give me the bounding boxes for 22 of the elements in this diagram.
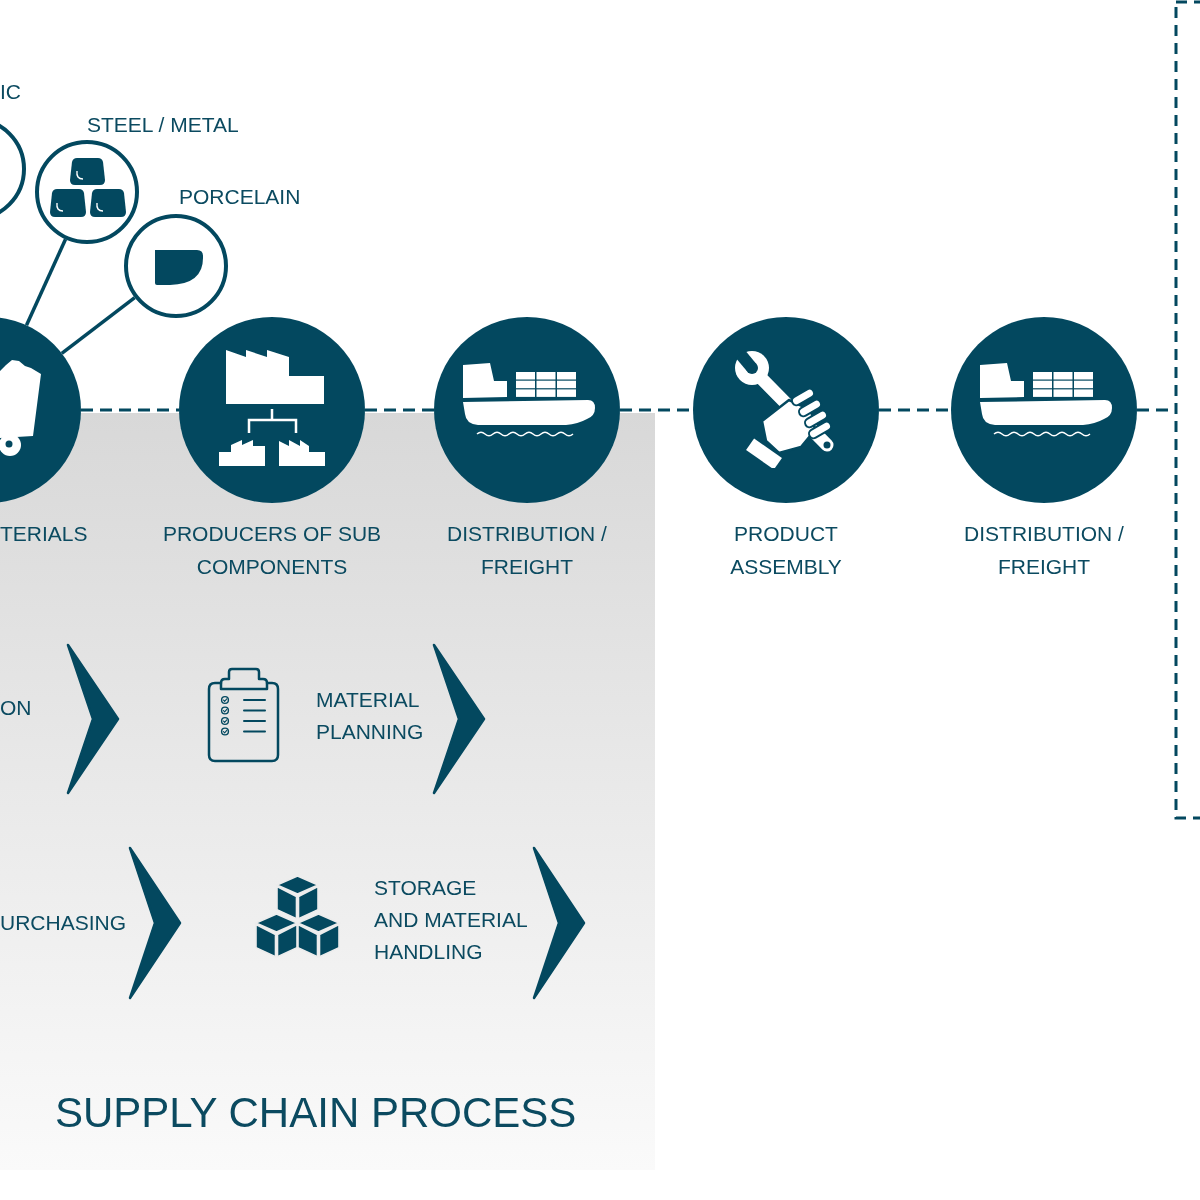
- diagram-title: SUPPLY CHAIN PROCESS: [55, 1089, 577, 1137]
- material-label: PORCELAIN: [179, 184, 301, 210]
- chevron-arrow: [432, 643, 486, 795]
- dashed-connector: [81, 408, 179, 412]
- step-label: DISTRIBUTION / FREIGHT: [447, 521, 607, 580]
- material-label: STEEL / METAL: [87, 112, 239, 138]
- step-label: MATERIAL PLANNING: [316, 687, 424, 745]
- dashed-connector: [879, 408, 951, 412]
- step-label: DISTRIBUTION / FREIGHT: [964, 521, 1124, 580]
- step-label: PRODUCT ASSEMBLY: [730, 521, 842, 580]
- chevron-arrow: [128, 846, 182, 1000]
- material-label: IC: [0, 79, 21, 105]
- step-label: TERIALS: [0, 521, 88, 547]
- chevron-arrow: [532, 846, 586, 1000]
- chevron-arrow: [66, 643, 120, 795]
- connector-line: [60, 296, 136, 355]
- dashed-connector: [365, 408, 434, 412]
- step-label: STORAGE AND MATERIAL HANDLING: [374, 875, 528, 965]
- step-label: URCHASING: [0, 910, 126, 936]
- step-label: PRODUCERS OF SUB COMPONENTS: [162, 521, 382, 580]
- connector-line: [24, 238, 68, 327]
- step-label: ON: [0, 695, 32, 721]
